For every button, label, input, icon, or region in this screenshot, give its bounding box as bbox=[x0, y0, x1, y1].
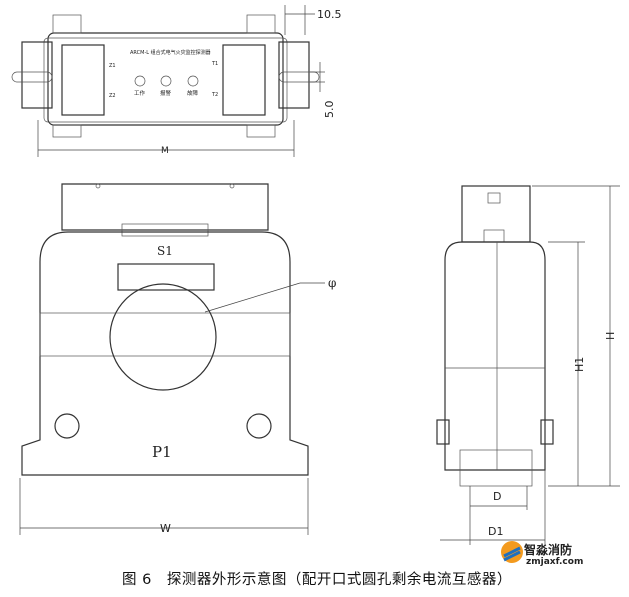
dim-10-5: 10.5 bbox=[317, 8, 342, 21]
indicator-alarm: 报警 bbox=[160, 89, 172, 97]
dim-d1: D1 bbox=[488, 525, 503, 538]
watermark-name: 智淼消防 bbox=[524, 543, 573, 557]
dim-m: M bbox=[161, 146, 169, 156]
figure-caption: 图 6 探测器外形示意图（配开口式圆孔剩余电流互感器） bbox=[122, 572, 512, 588]
dim-h: H bbox=[604, 332, 617, 340]
terminal-z2: Z2 bbox=[109, 93, 116, 99]
p1-label: P1 bbox=[152, 443, 172, 461]
terminal-z1: Z1 bbox=[109, 63, 116, 69]
terminal-t1: T1 bbox=[211, 61, 218, 67]
dim-5-0: 5.0 bbox=[323, 101, 336, 119]
dim-d: D bbox=[493, 490, 501, 503]
front-view: φ S1 P1 W bbox=[19, 183, 336, 535]
logo-icon bbox=[501, 541, 523, 563]
s1-label: S1 bbox=[157, 244, 173, 258]
dim-w: W bbox=[160, 522, 171, 535]
indicator-work: 工作 bbox=[134, 89, 146, 97]
watermark-url: zmjaxf.com bbox=[526, 557, 584, 567]
hole-label: φ bbox=[328, 276, 336, 290]
side-view: D D1 H H1 bbox=[436, 185, 620, 545]
indicator-fault: 故障 bbox=[187, 89, 199, 97]
terminal-t2: T2 bbox=[211, 92, 218, 98]
model-label: ARCM-L 组合式电气火灾监控探测器 bbox=[130, 49, 211, 56]
dim-h1: H1 bbox=[573, 357, 586, 372]
top-view: ARCM-L 组合式电气火灾监控探测器 Z1 Z2 T1 T2 工作 报警 故障… bbox=[11, 5, 342, 157]
